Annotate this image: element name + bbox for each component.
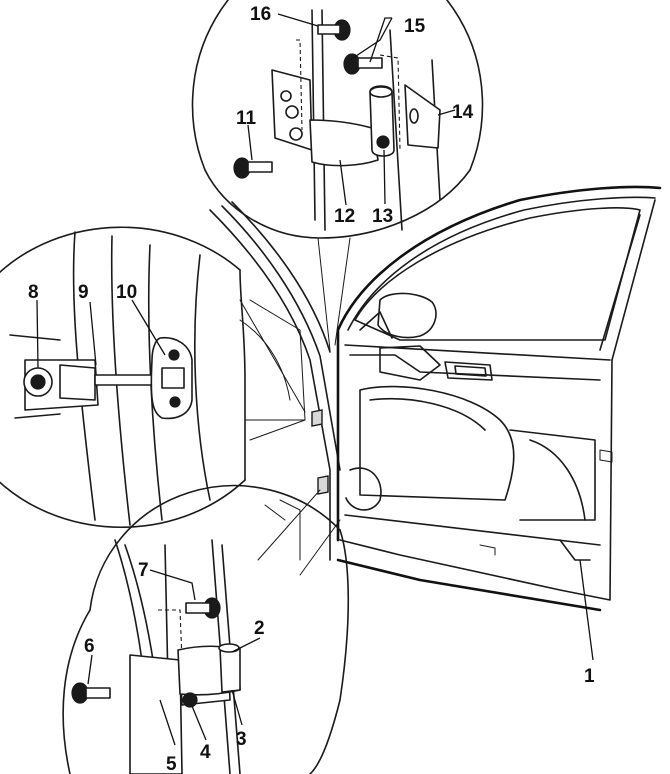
bolt-7	[185, 597, 221, 619]
bolt-6	[71, 682, 111, 704]
lower-hinge-detail	[62, 484, 350, 774]
callout-12: 12	[334, 206, 355, 227]
callout-6: 6	[84, 636, 95, 657]
callout-1: 1	[584, 666, 595, 687]
callout-2: 2	[254, 618, 265, 639]
upper-hinge-detail	[191, 0, 484, 351]
car-door-illustration	[209, 185, 662, 612]
callout-11: 11	[236, 108, 257, 129]
callout-9: 9	[78, 282, 89, 303]
callout-16: 16	[250, 4, 271, 25]
callout-3: 3	[236, 729, 247, 750]
callout-13: 13	[372, 206, 393, 227]
bolt-16	[317, 19, 351, 41]
callout-labels: 1 2 3 4 5 6 7 8 9 10 11 12 13 14 15 16	[28, 4, 595, 774]
callout-5: 5	[166, 754, 177, 774]
bolt-15	[343, 53, 383, 75]
bolt-11	[233, 157, 273, 179]
door-check-detail	[0, 226, 306, 529]
callout-14: 14	[452, 102, 474, 123]
leader-lines	[36, 13, 594, 746]
callout-8: 8	[28, 282, 39, 303]
callout-15: 15	[404, 16, 426, 37]
callout-10: 10	[116, 282, 137, 303]
callout-7: 7	[138, 560, 149, 581]
callout-4: 4	[200, 742, 211, 763]
